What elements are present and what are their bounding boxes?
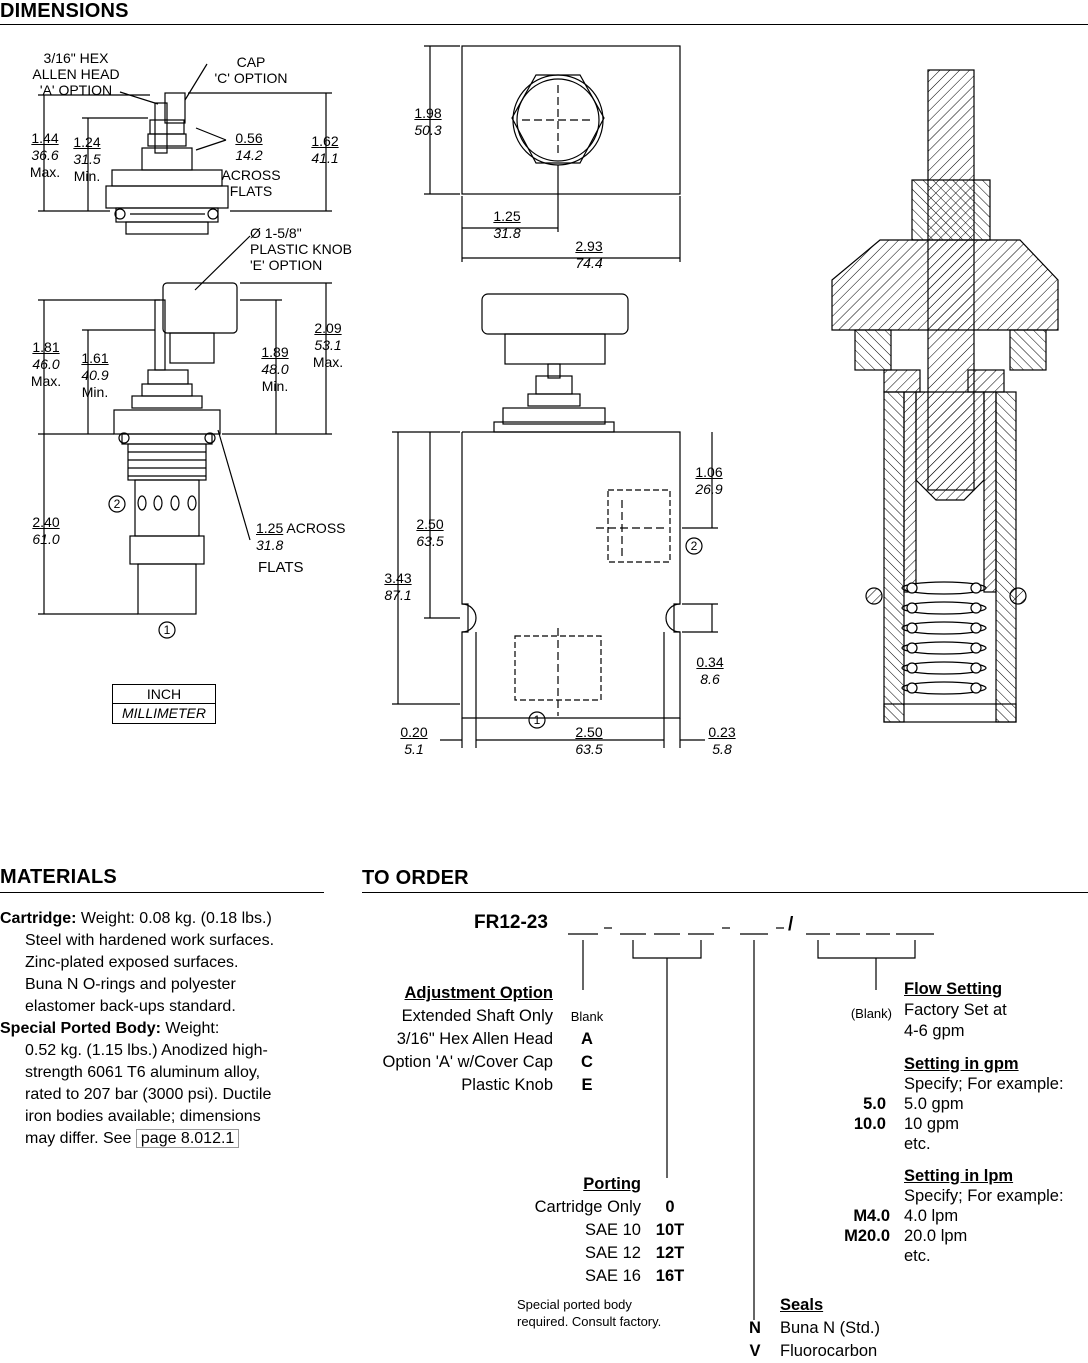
torque-label: FLATS (258, 559, 304, 576)
dimensions-rule (0, 24, 1088, 25)
gpm-codes: 5.0 10.0 (853, 1095, 886, 1133)
gpm-list: Specify; For example: 5.0 gpm 10 gpm etc… (904, 1075, 1064, 1153)
adjustment-codes: Blank A C E (570, 1009, 604, 1094)
porting-heading: Porting (583, 1175, 641, 1193)
dimensions-title: DIMENSIONS (0, 0, 129, 22)
flow-blank-desc: Factory Set at 4-6 gpm (904, 1001, 1007, 1040)
knob-option-label: Ø 1-5/8"PLASTIC KNOB'E' OPTION (250, 225, 352, 273)
materials-text: Cartridge: Weight: 0.08 kg. (0.18 lbs.) … (0, 910, 275, 1148)
flow-heading: Flow Setting (904, 980, 1003, 998)
model-code: FR12-23 (474, 912, 548, 933)
porting-codes: 0 10T 12T 16T (655, 1198, 685, 1285)
units-legend: INCH MILLIMETER (112, 684, 216, 724)
port-1-marker: 1 (163, 623, 171, 637)
svg-text:/: / (788, 914, 794, 935)
order-title: TO ORDER (362, 867, 469, 889)
page-link[interactable]: page 8.012.1 (135, 1129, 240, 1148)
body-front-view (461, 293, 681, 719)
seals-list: Buna N (Std.) Fluorocarbon (780, 1319, 880, 1360)
adjustment-list: Extended Shaft Only 3/16" Hex Allen Head… (382, 1007, 553, 1094)
gpm-heading: Setting in gpm (904, 1055, 1019, 1073)
body-top-view (461, 45, 681, 195)
port-2-marker: 2 (113, 497, 121, 511)
cap-option-label: CAP'C' OPTION (214, 54, 288, 86)
cartridge-cap-view (105, 92, 229, 235)
materials-rule (0, 892, 324, 893)
adjustment-heading: Adjustment Option (404, 984, 553, 1002)
order-rule (362, 892, 1088, 893)
lpm-list: Specify; For example: 4.0 lpm 20.0 lpm e… (904, 1187, 1064, 1265)
lpm-codes: M4.0 M20.0 (844, 1207, 890, 1245)
materials-title: MATERIALS (0, 866, 117, 888)
cartridge-knob-view (113, 282, 238, 615)
dimension-drawings (38, 45, 1059, 748)
porting-list: Cartridge Only SAE 10 SAE 12 SAE 16 (534, 1198, 641, 1285)
lpm-heading: Setting in lpm (904, 1167, 1014, 1185)
flow-blank-code: (Blank) (850, 1006, 892, 1021)
body-port-1-marker: 1 (533, 713, 541, 727)
seals-heading: Seals (780, 1296, 824, 1314)
seals-codes: N V (749, 1319, 761, 1360)
cross-section-view (831, 69, 1059, 723)
porting-note: Special ported body required. Consult fa… (517, 1297, 662, 1329)
dim-1-25-flats: 1.25 ACROSS 31.8 (256, 520, 346, 553)
body-port-2-marker: 2 (690, 539, 698, 553)
